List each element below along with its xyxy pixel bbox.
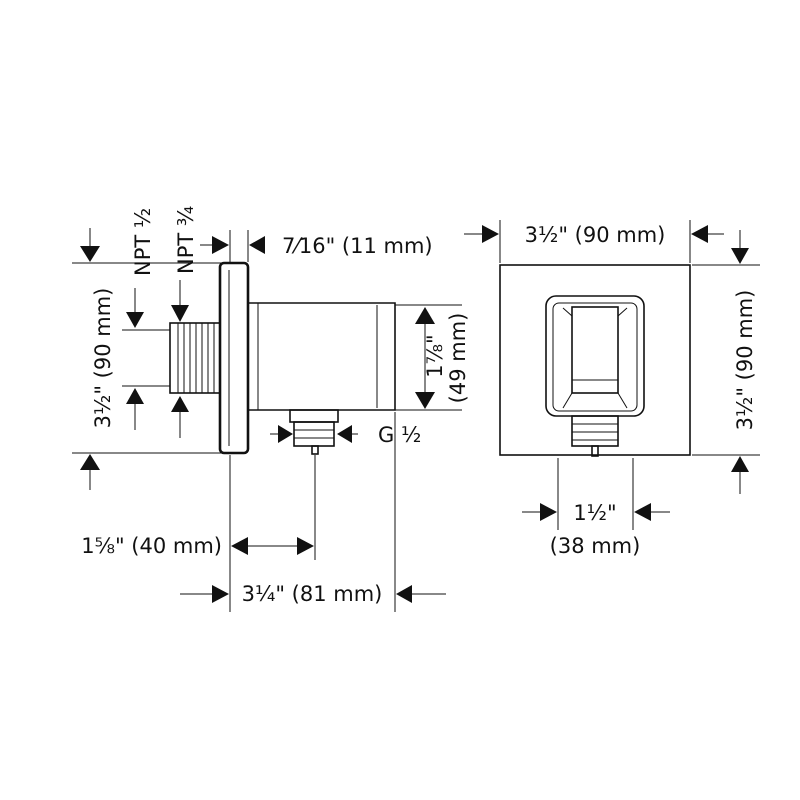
- front-outlet-thread: [571, 415, 619, 447]
- label-side-height: 3½" (90 mm): [91, 288, 115, 429]
- front-holder-outer: [545, 295, 645, 417]
- label-depth: 3¼" (81 mm): [242, 582, 383, 606]
- side-view: [169, 261, 396, 455]
- label-side-gap: 7⁄16" (11 mm): [282, 234, 433, 258]
- label-holder-width: 1½": [573, 501, 616, 525]
- side-outlet-stub: [289, 409, 339, 423]
- side-npt-connector: [169, 322, 221, 394]
- side-body: [248, 302, 396, 411]
- side-outlet-thread: [293, 421, 335, 447]
- front-view: [499, 264, 691, 457]
- label-outlet-height-mm: (49 mm): [446, 313, 470, 404]
- label-npt-half: NPT ½: [131, 208, 155, 276]
- front-wall-plate: [499, 264, 691, 456]
- label-thread-g: G ½: [378, 423, 421, 447]
- side-wall-plate: [218, 261, 250, 455]
- label-front-width: 3½" (90 mm): [525, 223, 666, 247]
- front-holder-inner: [571, 306, 619, 394]
- front-dimension-lines: [464, 220, 760, 530]
- label-offset-short: 1⅝" (40 mm): [81, 534, 222, 558]
- label-npt-three-quarter: NPT ¾: [174, 206, 198, 274]
- label-holder-width-mm: (38 mm): [550, 534, 641, 558]
- side-dimension-lines: [72, 228, 462, 612]
- label-outlet-height: 1⅞": [423, 334, 447, 377]
- label-front-height: 3½" (90 mm): [733, 290, 757, 431]
